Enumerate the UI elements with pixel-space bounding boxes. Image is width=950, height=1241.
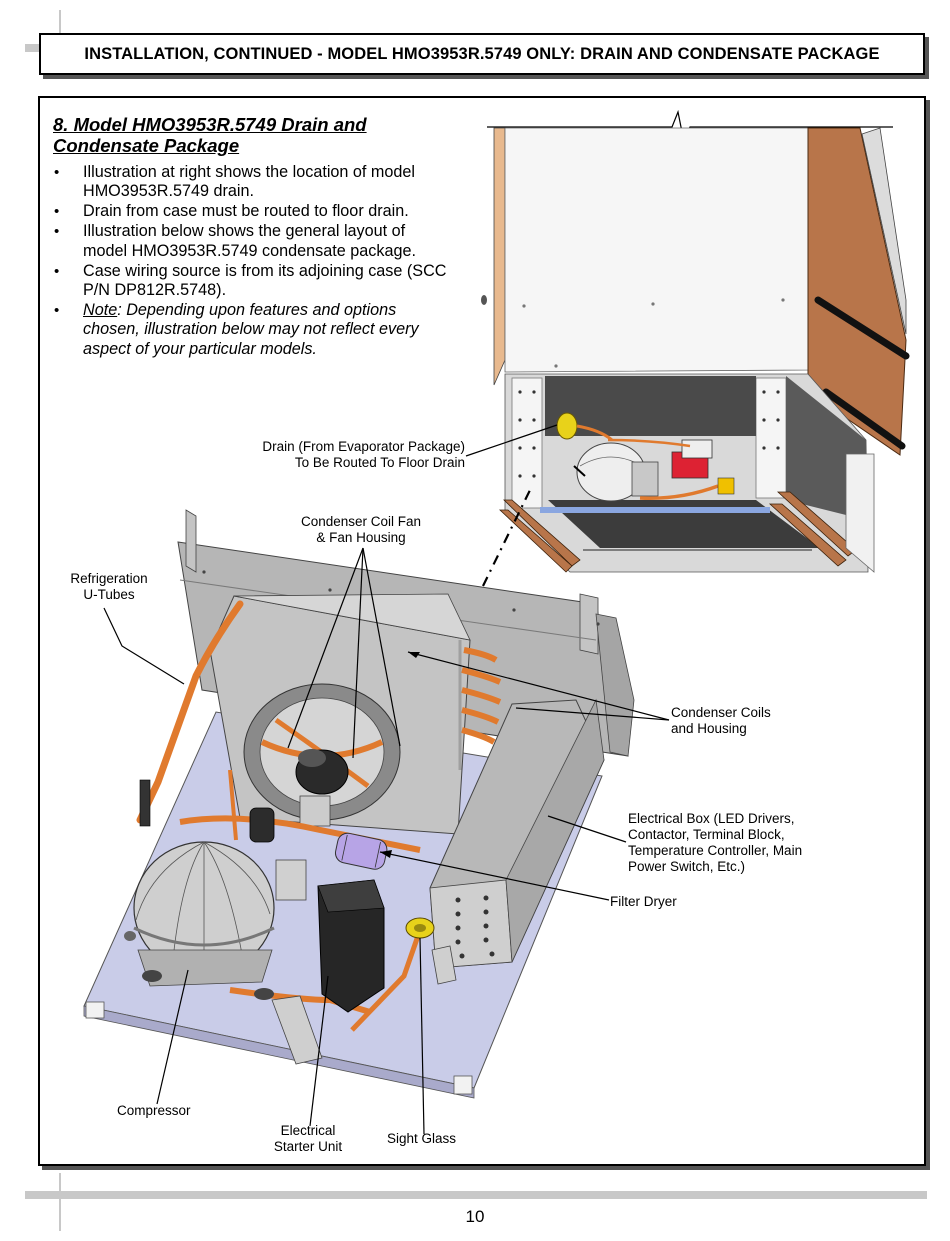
callout-condenser-coils: Condenser Coils and Housing (671, 705, 771, 737)
callout-drain-line2: To Be Routed To Floor Drain (294, 455, 465, 470)
callout-coils-line1: Condenser Coils (671, 705, 771, 720)
list-item-note: Note: Depending upon features and option… (52, 301, 452, 359)
callout-condenser-fan: Condenser Coil Fan & Fan Housing (280, 514, 442, 546)
callout-electrical-starter: Electrical Starter Unit (258, 1123, 358, 1155)
top-rule (25, 44, 39, 52)
callout-utubes-line1: Refrigeration (70, 571, 148, 586)
case-cutaway-illustration (481, 109, 910, 573)
callout-ebox-line1: Electrical Box (LED Drivers, (628, 811, 795, 826)
instruction-list: Illustration at right shows the location… (52, 163, 452, 360)
callout-refrigeration-utubes: Refrigeration U-Tubes (56, 571, 162, 603)
callout-leader-lines (103, 424, 670, 1135)
condensate-package-illustration (83, 509, 635, 1099)
left-margin-rule-bottom (59, 1173, 61, 1231)
page-number: 10 (465, 1207, 485, 1226)
callout-coils-line2: and Housing (671, 721, 747, 736)
callout-ebox-line4: Power Switch, Etc.) (628, 859, 746, 874)
callout-drain-line1: Drain (From Evaporator Package) (262, 439, 465, 454)
list-item: Drain from case must be routed to floor … (52, 202, 452, 222)
callout-starter-line2: Starter Unit (273, 1139, 343, 1154)
left-margin-rule (59, 10, 61, 34)
list-item: Illustration at right shows the location… (52, 163, 452, 202)
list-item: Illustration below shows the general lay… (52, 222, 452, 261)
page-header: INSTALLATION, CONTINUED - MODEL HMO3953R… (39, 33, 925, 75)
callout-condenser-fan-line2: & Fan Housing (316, 530, 406, 545)
note-text: : Depending upon features and options ch… (83, 300, 419, 358)
section-title: 8. Model HMO3953R.5749 Drain and Condens… (53, 114, 367, 156)
bottom-rule (25, 1191, 927, 1199)
callout-compressor: Compressor (117, 1103, 191, 1118)
callout-ebox-line3: Temperature Controller, Main (628, 843, 803, 858)
callout-arrowheads (380, 652, 420, 858)
callout-electrical-box: Electrical Box (LED Drivers, Contactor, … (628, 811, 802, 875)
detail-connector-line (482, 485, 533, 587)
callout-starter-line1: Electrical (280, 1123, 336, 1138)
callout-drain: Drain (From Evaporator Package) To Be Ro… (200, 439, 465, 471)
note-label: Note (83, 300, 118, 319)
callout-ebox-line2: Contactor, Terminal Block, (628, 827, 785, 842)
page-header-title: INSTALLATION, CONTINUED - MODEL HMO3953R… (84, 44, 880, 63)
callout-utubes-line2: U-Tubes (83, 587, 135, 602)
list-item: Case wiring source is from its adjoining… (52, 262, 452, 301)
callout-sight-glass: Sight Glass (387, 1131, 457, 1146)
callout-filter-dryer: Filter Dryer (610, 894, 677, 909)
callout-condenser-fan-line1: Condenser Coil Fan (300, 514, 422, 529)
